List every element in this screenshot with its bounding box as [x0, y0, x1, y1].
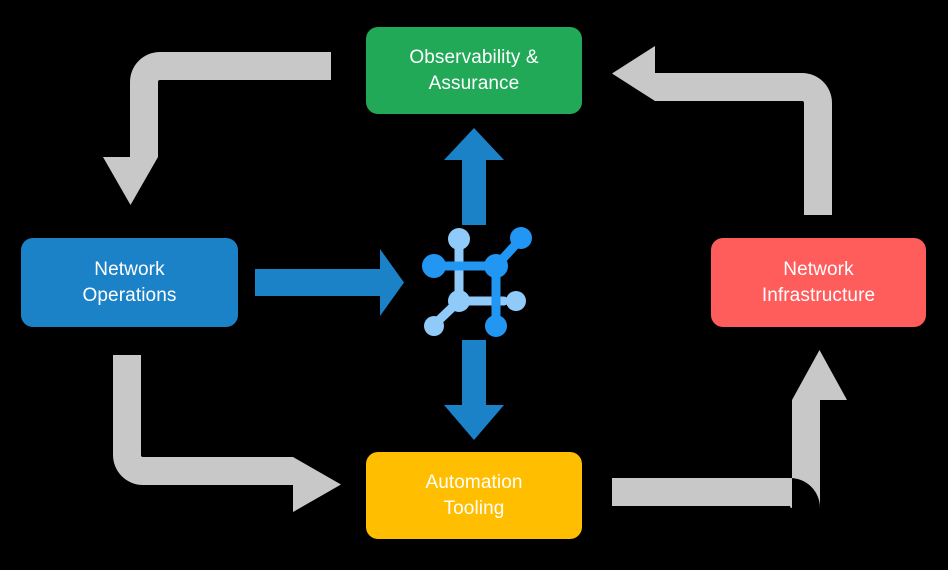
arrow-infrastructure-to-observability — [612, 46, 832, 215]
node-observability-assurance[interactable]: Observability & Assurance — [366, 27, 582, 114]
node-label-network-infrastructure: Network Infrastructure — [761, 259, 876, 306]
arrow-observability-to-operations — [103, 52, 331, 205]
arrow-operations-to-center — [255, 249, 404, 316]
node-label-network-operations: Network Operations — [82, 259, 177, 306]
arrow-automation-to-infrastructure — [612, 350, 847, 508]
arrow-operations-to-automation — [113, 355, 341, 512]
network-icon-nodes — [422, 227, 532, 337]
node-automation-tooling[interactable]: Automation Tooling — [366, 452, 582, 539]
node-label-observability: Observability & Assurance — [409, 47, 539, 94]
arrow-center-to-automation — [444, 340, 504, 440]
node-network-infrastructure[interactable]: Network Infrastructure — [711, 238, 926, 327]
node-network-operations[interactable]: Network Operations — [21, 238, 238, 327]
arrow-center-to-observability — [444, 128, 504, 225]
node-label-automation-tooling: Automation Tooling — [425, 472, 523, 519]
